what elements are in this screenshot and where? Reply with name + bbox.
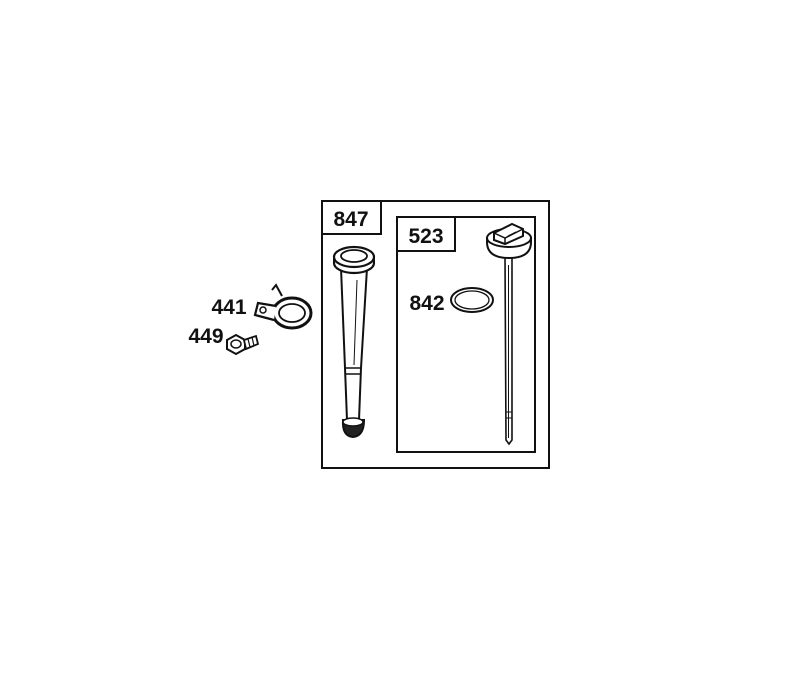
- outer-kit-box: [321, 200, 550, 469]
- part-label-441: 441: [211, 296, 246, 319]
- dipstick-drawing: [486, 222, 532, 446]
- o-ring-drawing: [450, 287, 494, 313]
- part-label-523: 523: [408, 225, 443, 248]
- part-label-449: 449: [188, 325, 223, 348]
- screw-drawing: [226, 333, 260, 356]
- part-label-842: 842: [409, 292, 444, 315]
- label-box-523: [396, 216, 456, 252]
- part-label-847: 847: [333, 208, 368, 231]
- label-box-847: [321, 200, 382, 235]
- inner-kit-box: [396, 216, 536, 453]
- dipstick-tube-drawing: [332, 245, 376, 439]
- clamp-drawing: [253, 283, 313, 330]
